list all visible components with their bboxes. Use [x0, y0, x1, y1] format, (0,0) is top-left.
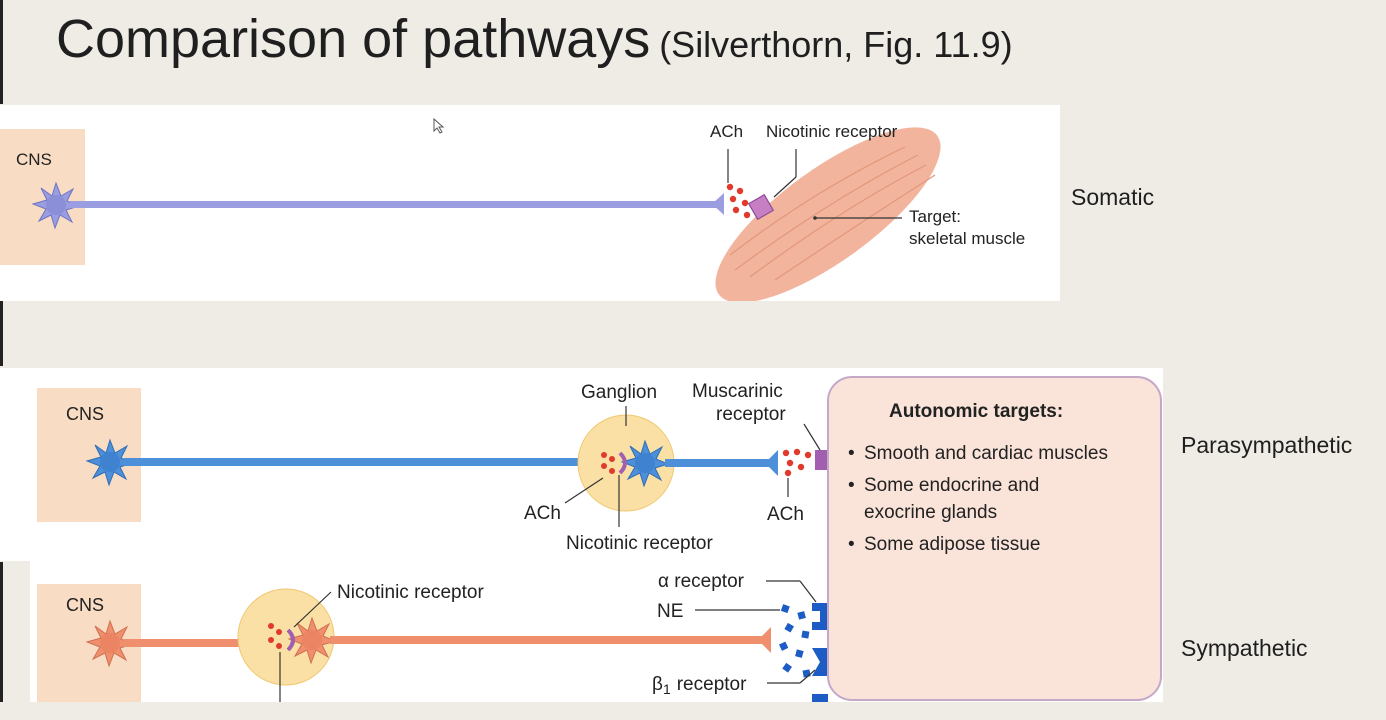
beta1-receptor: [812, 648, 828, 676]
slide-edge-mark: [0, 562, 3, 702]
target-item: Some adipose tissue: [864, 534, 1040, 555]
preganglionic-axon: [124, 458, 588, 466]
autonomic-targets-heading: Autonomic targets:: [889, 401, 1063, 422]
somatic-diagram: CNS ACh Nicotinic: [0, 122, 1025, 303]
ach-label: ACh: [710, 122, 743, 141]
nicotinic-receptor-label: Nicotinic receptor: [766, 122, 898, 141]
parasympathetic-cell-body: [85, 438, 135, 487]
somatic-axon: [70, 201, 718, 208]
svg-text:•: •: [848, 475, 855, 496]
nicotinic-receptor-symp-label: Nicotinic receptor: [337, 582, 484, 603]
ne-label: NE: [657, 601, 683, 622]
ach-dots-somatic: [726, 183, 751, 219]
cns-label: CNS: [16, 150, 52, 169]
slide-edge-mark: [0, 300, 3, 366]
somatic-panel: CNS ACh Nicotinic: [0, 105, 1060, 303]
postganglionic-axon: [665, 459, 777, 467]
skeletal-muscle: [715, 127, 941, 303]
autonomic-targets-box: [827, 376, 1162, 701]
nicotinic-receptor-somatic: [747, 193, 775, 221]
ach-dots-symp-ganglion: [268, 623, 282, 649]
target-label-line1: Target:: [909, 207, 961, 226]
slide-title: Comparison of pathways (Silverthorn, Fig…: [56, 8, 1013, 70]
alpha-receptor-label: α receptor: [658, 571, 745, 592]
sympathetic-postganglionic-axon: [330, 636, 762, 644]
somatic-cell-body: [31, 181, 81, 230]
sympathetic-label: Sympathetic: [1181, 635, 1308, 661]
slide-edge-mark: [0, 0, 3, 104]
cns-label: CNS: [66, 404, 104, 424]
nicotinic-receptor-para: [618, 451, 627, 475]
muscarinic-receptor: [815, 450, 829, 470]
cns-box: [37, 388, 141, 522]
postganglionic-cell-body: [620, 439, 670, 488]
somatic-label: Somatic: [1071, 184, 1155, 210]
ganglion-label: Ganglion: [581, 382, 657, 403]
target-item-continued: exocrine glands: [864, 502, 997, 523]
ach-ganglion-label: ACh: [524, 503, 561, 524]
muscarinic-label-line2: receptor: [716, 404, 786, 425]
mouse-cursor-icon: [433, 118, 445, 134]
slide-title-citation: (Silverthorn, Fig. 11.9): [659, 24, 1013, 65]
muscarinic-label-line1: Muscarinic: [692, 381, 783, 402]
ach-target-label: ACh: [767, 504, 804, 525]
slide-title-main: Comparison of pathways: [56, 9, 651, 69]
target-label-line2: skeletal muscle: [909, 229, 1025, 248]
cns-box: [0, 129, 85, 265]
ach-dots-target: [782, 448, 812, 477]
ne-squares: [779, 604, 811, 678]
ach-dots-ganglion: [601, 452, 615, 474]
sympathetic-cell-body: [85, 619, 135, 668]
svg-text:•: •: [848, 534, 855, 555]
cns-label: CNS: [66, 595, 104, 615]
svg-text:•: •: [848, 443, 855, 464]
somatic-axon-terminal: [712, 193, 724, 215]
target-item: Smooth and cardiac muscles: [864, 443, 1108, 464]
target-item: Some endocrine and: [864, 475, 1039, 496]
nicotinic-receptor-para-label: Nicotinic receptor: [566, 533, 713, 554]
parasympathetic-label: Parasympathetic: [1181, 432, 1353, 458]
sympathetic-postganglionic-cell-body: [287, 616, 337, 665]
sympathetic-preganglionic-axon: [124, 639, 254, 647]
nicotinic-receptor-symp: [286, 628, 295, 652]
alpha-receptor: [812, 603, 828, 630]
